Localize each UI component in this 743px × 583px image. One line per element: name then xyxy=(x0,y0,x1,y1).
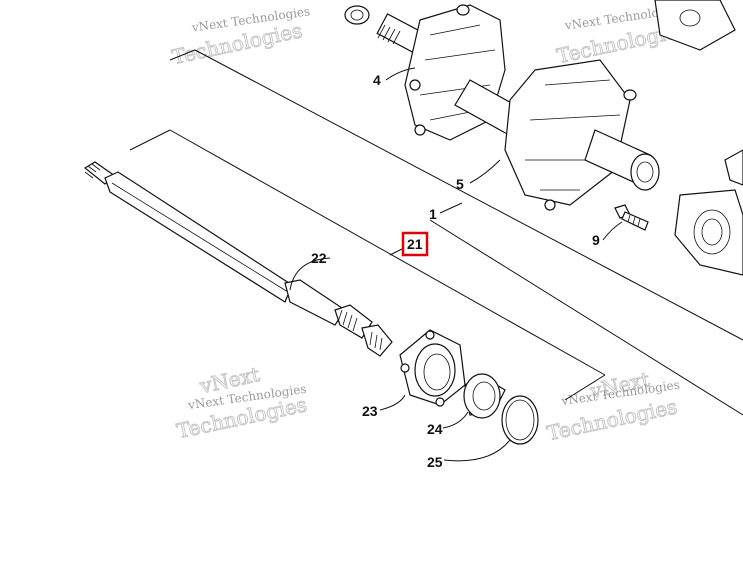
watermark-mid-left: vNext vNext Technologies Technologies xyxy=(174,362,309,444)
callout-24[interactable]: 24 xyxy=(427,421,443,437)
callout-21[interactable]: 21 xyxy=(407,236,423,252)
bearing-part-24 xyxy=(463,373,506,419)
callout-1[interactable]: 1 xyxy=(429,206,437,222)
jackshaft-spline-end xyxy=(361,324,393,357)
spline-end-face xyxy=(630,153,660,191)
callout-23[interactable]: 23 xyxy=(362,403,378,419)
assembly-frame-1 xyxy=(169,49,743,416)
watermark-mid-right: vNext vNext Technologies Technologies xyxy=(544,367,680,446)
callout-9[interactable]: 9 xyxy=(592,232,600,248)
jackshaft-collar xyxy=(284,279,346,326)
callout-5[interactable]: 5 xyxy=(456,176,464,192)
watermark-top-left: Technologies vNext Technologies xyxy=(169,4,311,69)
sprocket-housing-right xyxy=(504,59,631,206)
callout-21-highlight-box xyxy=(401,231,429,257)
callout-25[interactable]: 25 xyxy=(427,454,443,470)
bolt-part-9 xyxy=(614,204,649,231)
assembly-frame-21 xyxy=(129,129,606,401)
drive-assembly xyxy=(344,0,743,276)
bearing-flange-part-23 xyxy=(399,329,466,407)
bushing-part xyxy=(344,5,370,25)
snap-ring-part-25 xyxy=(501,395,539,445)
bearing-flange-right xyxy=(674,189,743,276)
leader-lines xyxy=(289,67,623,462)
jackshaft-part-22 xyxy=(83,161,393,357)
callout-22[interactable]: 22 xyxy=(311,250,327,266)
callout-4[interactable]: 4 xyxy=(373,72,381,88)
